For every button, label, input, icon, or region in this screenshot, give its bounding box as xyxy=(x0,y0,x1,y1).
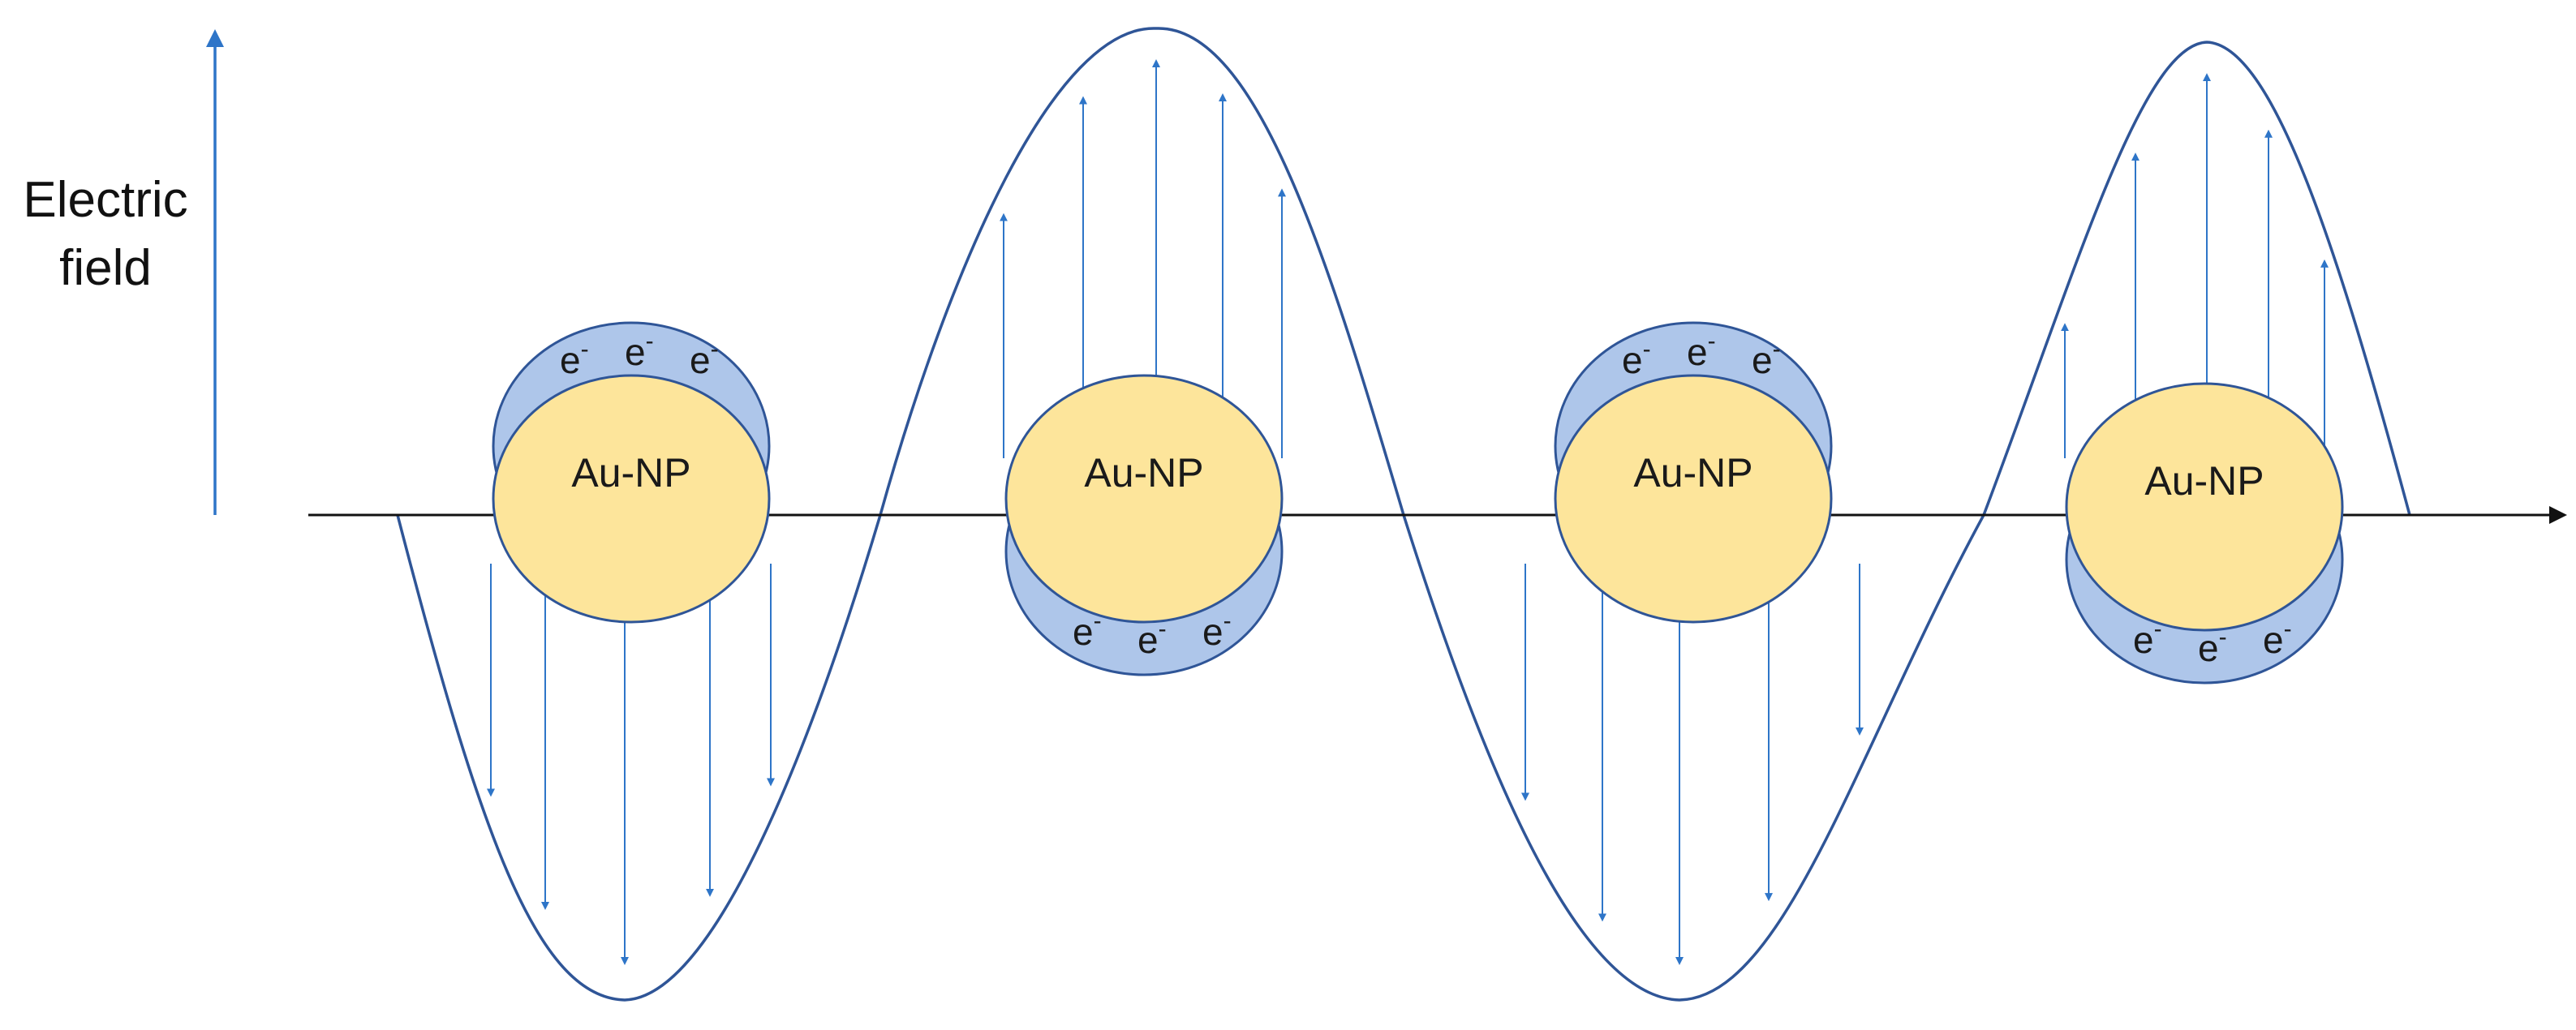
electric-field-label-line-2: field xyxy=(59,240,152,296)
gold-nanoparticle xyxy=(1554,374,1833,624)
gold-nanoparticle xyxy=(2065,382,2344,632)
nanoparticle-label: Au-NP xyxy=(1633,450,1752,496)
nanoparticle-4: Au-NPe-e-e- xyxy=(2065,382,2344,685)
electric-field-label: Electric field xyxy=(0,166,211,303)
nanoparticle-label: Au-NP xyxy=(2144,458,2264,504)
nanoparticle-2: Au-NPe-e-e- xyxy=(1004,374,1284,676)
gold-nanoparticle xyxy=(1004,374,1284,624)
electron-label: e- xyxy=(1752,336,1781,381)
nanoparticle-label: Au-NP xyxy=(1084,450,1203,496)
electric-field-label-line-1: Electric xyxy=(23,172,188,228)
field-vector-arrows xyxy=(487,58,2329,965)
nanoparticle-1: Au-NPe-e-e- xyxy=(492,321,771,624)
nanoparticles: Au-NPe-e-e-Au-NPe-e-e-Au-NPe-e-e-Au-NPe-… xyxy=(492,321,2344,685)
nanoparticle-label: Au-NP xyxy=(571,450,690,496)
nanoparticle-3: Au-NPe-e-e- xyxy=(1554,321,1833,624)
gold-nanoparticle xyxy=(492,374,771,624)
